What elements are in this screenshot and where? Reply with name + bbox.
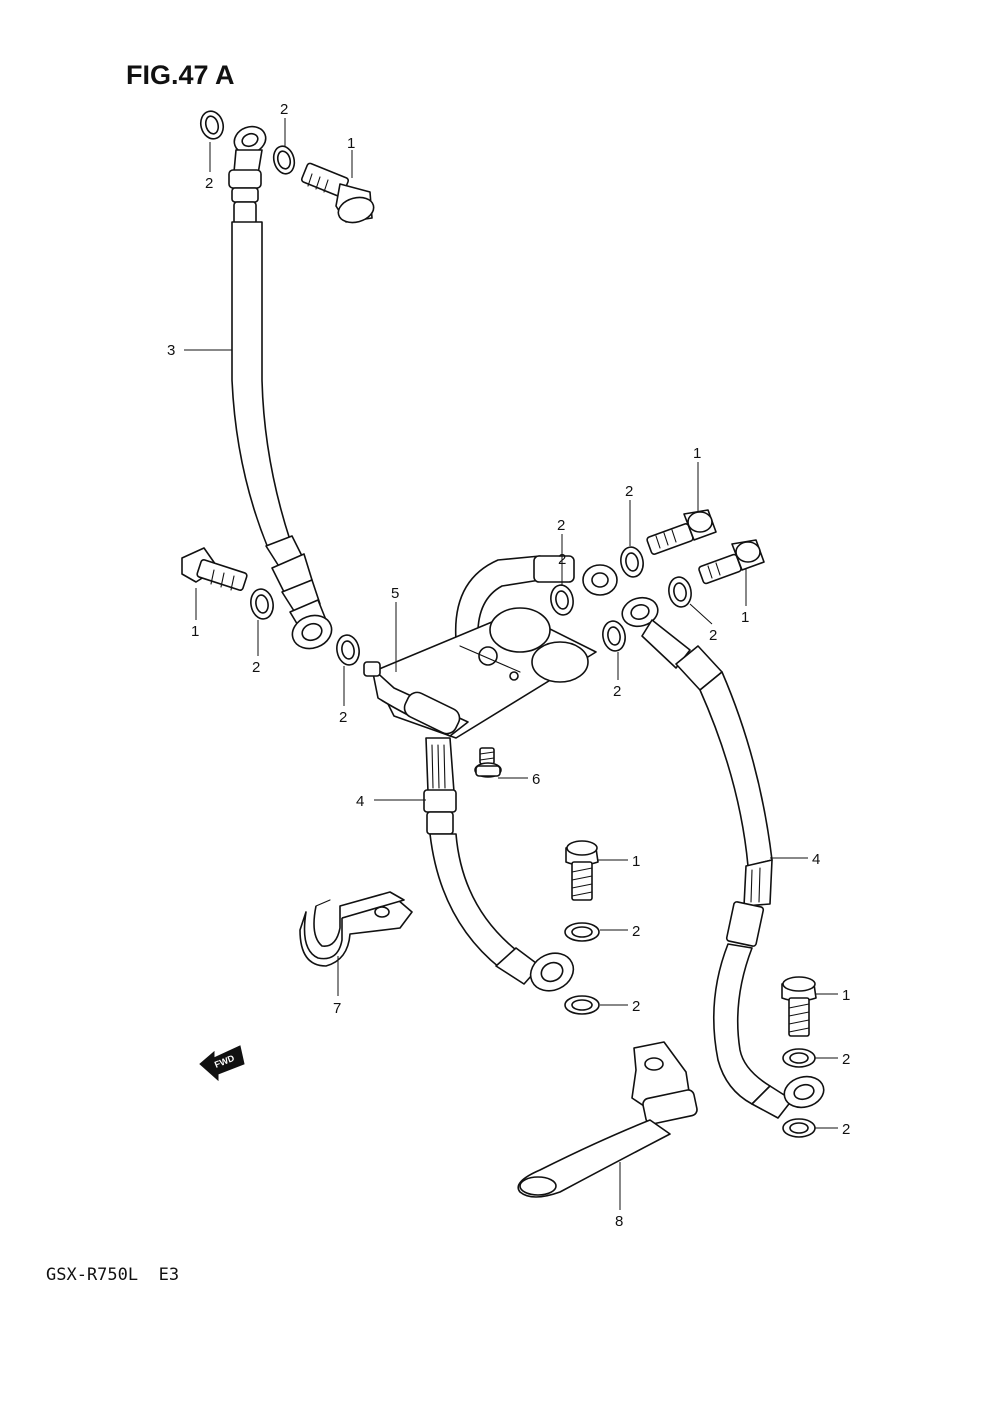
brake-hose-joint [363,555,618,739]
joint-screw [474,747,502,778]
model-code: GSX-R750L E3 [46,1265,179,1285]
callout-label: 2 [842,1051,850,1068]
callout-label: 5 [391,585,399,602]
hose-clamp [299,891,413,967]
callout-label: 8 [615,1213,623,1230]
callout-label: 4 [356,793,364,810]
callout-leaders [184,118,838,1210]
callout-label: 2 [205,175,213,192]
callout-label: 2 [632,998,640,1015]
forward-direction-badge: FWD [199,1045,245,1082]
brake-hose-upper [228,125,333,650]
callout-numbers: 2 2 1 3 1 2 2 5 2 2 1 1 2 2 2 6 4 4 1 2 … [167,101,850,1230]
callout-label: 2 [613,683,621,700]
callout-label: 4 [812,851,820,868]
callout-label: 2 [842,1121,850,1138]
callout-label: 2 [625,483,633,500]
banjo-bolt-lower-mid [565,840,599,901]
callout-label: 2 [558,551,566,568]
callout-label: 2 [280,101,288,118]
banjo-bolt-top [300,162,375,224]
callout-label: 1 [741,609,749,626]
callout-label: 3 [167,342,175,359]
callout-label: 2 [632,923,640,940]
callout-label: 2 [252,659,260,676]
callout-label: 2 [339,709,347,726]
banjo-bolt-left [181,547,248,591]
figure-title: FIG.47 A [126,60,235,90]
brake-hose-right [621,596,825,1119]
callout-label: 2 [557,517,565,534]
callout-label: 2 [709,627,717,644]
callout-label: 6 [532,771,540,788]
callout-label: 7 [333,1000,341,1017]
gasket-washers [199,110,816,1138]
callout-label: 1 [632,853,640,870]
banjo-bolt-right-b [698,539,765,585]
callout-label: 1 [191,623,199,640]
callout-label: 1 [842,987,850,1004]
callout-label: 1 [347,135,355,152]
banjo-bolt-lower-right [781,976,817,1037]
hose-guide-stay [517,1041,698,1198]
callout-label: 1 [693,445,701,462]
banjo-bolt-right-a [646,509,717,555]
brake-hose-left [423,737,575,992]
